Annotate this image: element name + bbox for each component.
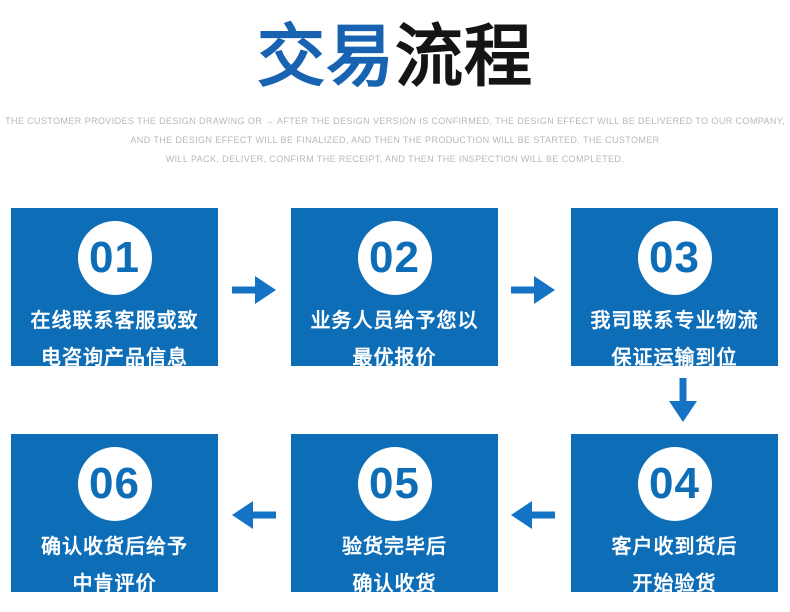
step-caption-line-2: 确认收货 xyxy=(352,573,437,595)
arrow-right-icon xyxy=(231,270,277,310)
step-caption-line-1: 业务人员给予您以 xyxy=(310,310,479,332)
step-caption: 验货完毕后 确认收货 xyxy=(342,529,447,603)
page-title-highlight: 交易 xyxy=(256,19,395,95)
arrow-down-icon xyxy=(663,377,703,423)
step-caption-line-1: 我司联系专业物流 xyxy=(590,310,759,332)
arrow-right-icon xyxy=(510,270,556,310)
step-caption-line-1: 在线联系客服或致 xyxy=(30,310,199,332)
step-box-06: 06 确认收货后给予 中肯评价 xyxy=(11,434,218,595)
page-title: 交易流程 xyxy=(0,0,790,98)
step-number-circle: 04 xyxy=(637,447,712,521)
step-caption: 我司联系专业物流 保证运输到位 xyxy=(591,303,759,377)
step-number: 01 xyxy=(89,233,140,282)
step-caption-line-2: 开始验货 xyxy=(632,573,717,595)
step-caption: 在线联系客服或致 电咨询产品信息 xyxy=(31,303,199,377)
step-caption: 客户收到货后 开始验货 xyxy=(612,529,738,603)
page-title-rest: 流程 xyxy=(395,19,534,95)
step-box-03: 03 我司联系专业物流 保证运输到位 xyxy=(571,208,778,369)
step-caption-line-1: 客户收到货后 xyxy=(611,536,738,558)
step-number-circle: 06 xyxy=(77,447,152,521)
step-caption-line-2: 最优报价 xyxy=(352,347,437,369)
step-box-04: 04 客户收到货后 开始验货 xyxy=(571,434,778,595)
step-box-01: 01 在线联系客服或致 电咨询产品信息 xyxy=(11,208,218,369)
step-number: 02 xyxy=(369,233,420,282)
step-caption: 业务人员给予您以 最优报价 xyxy=(311,303,479,377)
step-caption: 确认收货后给予 中肯评价 xyxy=(41,529,188,603)
step-caption-line-2: 中肯评价 xyxy=(72,573,157,595)
step-number-circle: 03 xyxy=(637,221,712,295)
step-box-05: 05 验货完毕后 确认收货 xyxy=(291,434,498,595)
arrow-left-icon xyxy=(510,495,556,535)
step-caption-line-1: 确认收货后给予 xyxy=(41,536,188,558)
step-box-02: 02 业务人员给予您以 最优报价 xyxy=(291,208,498,369)
subtitle-line-2: AND THE DESIGN EFFECT WILL BE FINALIZED,… xyxy=(130,135,660,145)
step-number: 05 xyxy=(369,459,420,508)
step-caption-line-2: 保证运输到位 xyxy=(611,347,738,369)
arrow-left-icon xyxy=(231,495,277,535)
subtitle: THE CUSTOMER PROVIDES THE DESIGN DRAWING… xyxy=(0,112,790,169)
step-caption-line-1: 验货完毕后 xyxy=(342,536,447,558)
step-number: 06 xyxy=(89,459,140,508)
subtitle-line-1: THE CUSTOMER PROVIDES THE DESIGN DRAWING… xyxy=(5,116,785,126)
step-caption-line-2: 电咨询产品信息 xyxy=(41,347,188,369)
step-number: 03 xyxy=(649,233,700,282)
step-number-circle: 01 xyxy=(77,221,152,295)
step-number: 04 xyxy=(649,459,700,508)
subtitle-line-3: WILL PACK, DELIVER, CONFIRM THE RECEIPT,… xyxy=(165,154,625,164)
step-number-circle: 02 xyxy=(357,221,432,295)
step-number-circle: 05 xyxy=(357,447,432,521)
